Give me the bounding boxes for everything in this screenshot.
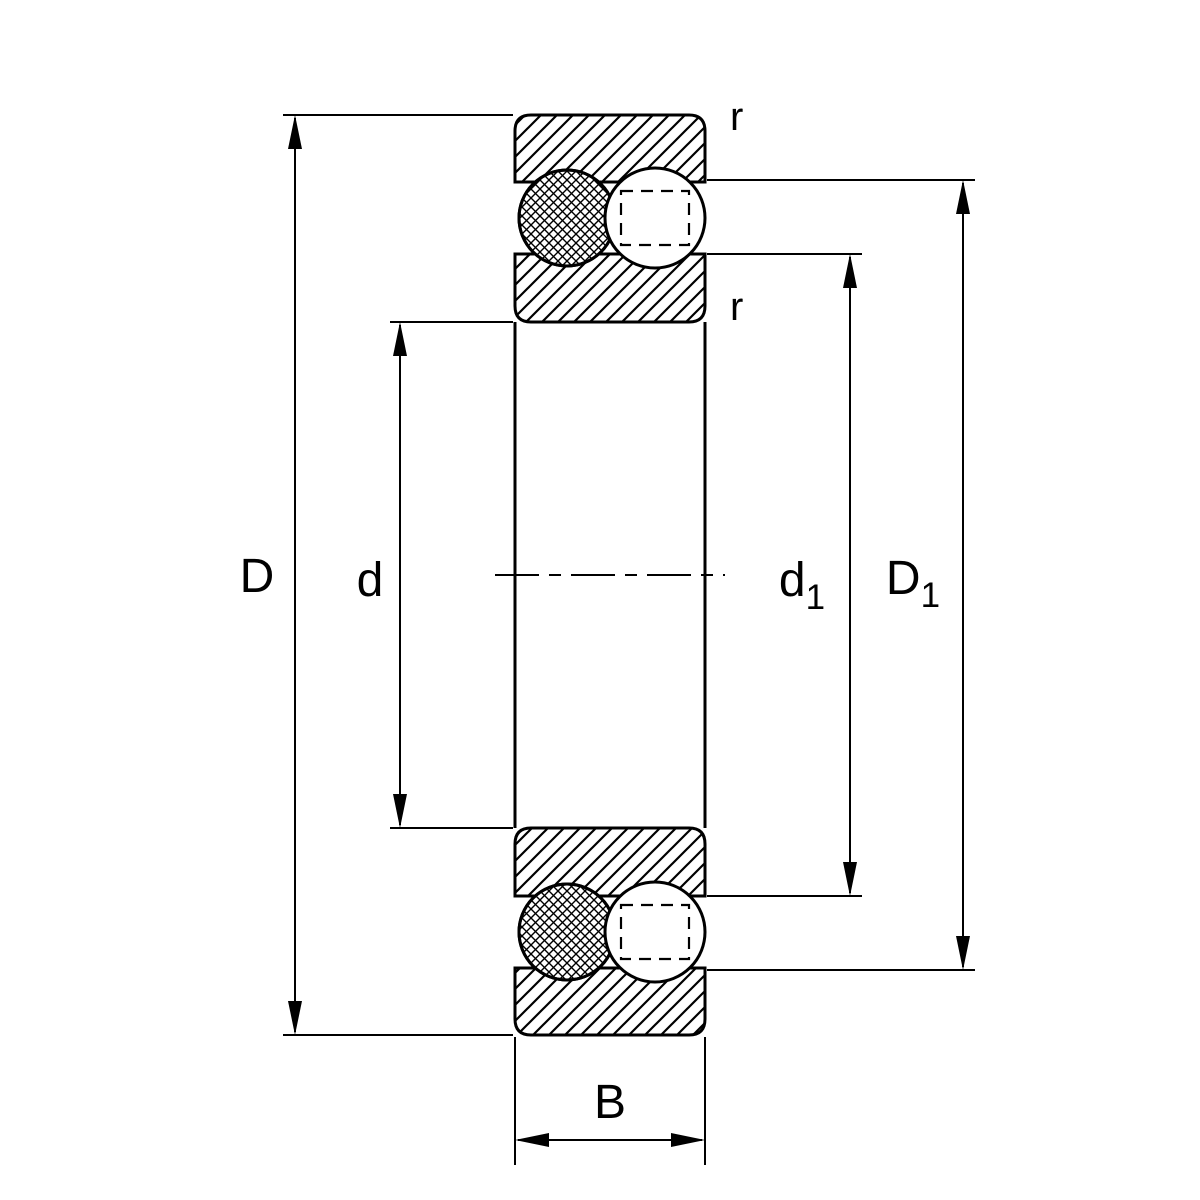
inner-ring-bottom-section [513,826,707,898]
arrowhead-up [843,254,857,288]
arrowhead-up [288,115,302,149]
dimension-D1: D1 [707,179,975,971]
dimension-d: d [357,321,513,829]
arrowhead-down [843,862,857,896]
dim-label-B: B [594,1076,626,1129]
dimension-D: D [240,114,513,1036]
bearing-cross-section [495,113,725,1037]
dim-label-D1-sub: 1 [921,576,940,615]
dim-label-D: D [240,550,275,603]
inner-ring-top-section [513,252,707,324]
ball-row-top [517,166,707,270]
dim-label-D1-main: D [886,552,921,605]
dim-label-d1-sub: 1 [806,578,825,617]
dimension-d1: d1 [707,253,862,897]
arrowhead-down [956,936,970,970]
ball-bottom-left-crosshatch [517,882,617,982]
ball-top-left-crosshatch [517,168,617,268]
ball-row-bottom [517,880,707,984]
arrowhead-right [671,1133,705,1147]
arrowhead-down [288,1001,302,1035]
radius-label-inner: r [730,285,743,329]
arrowhead-left [515,1133,549,1147]
arrowhead-down [393,794,407,828]
dimension-B: B [514,1037,706,1165]
outer-ring-top-section [513,113,707,184]
dim-label-d1-main: d [779,554,806,607]
radius-label-top: r [730,95,743,139]
ball-bottom-right [603,880,707,984]
dim-label-D1: D1 [886,552,940,615]
outer-ring-bottom-section [513,966,707,1037]
arrowhead-up [956,180,970,214]
ball-top-right [603,166,707,270]
arrowhead-up [393,322,407,356]
dim-label-d1: d1 [779,554,825,617]
dim-label-d: d [357,554,384,607]
